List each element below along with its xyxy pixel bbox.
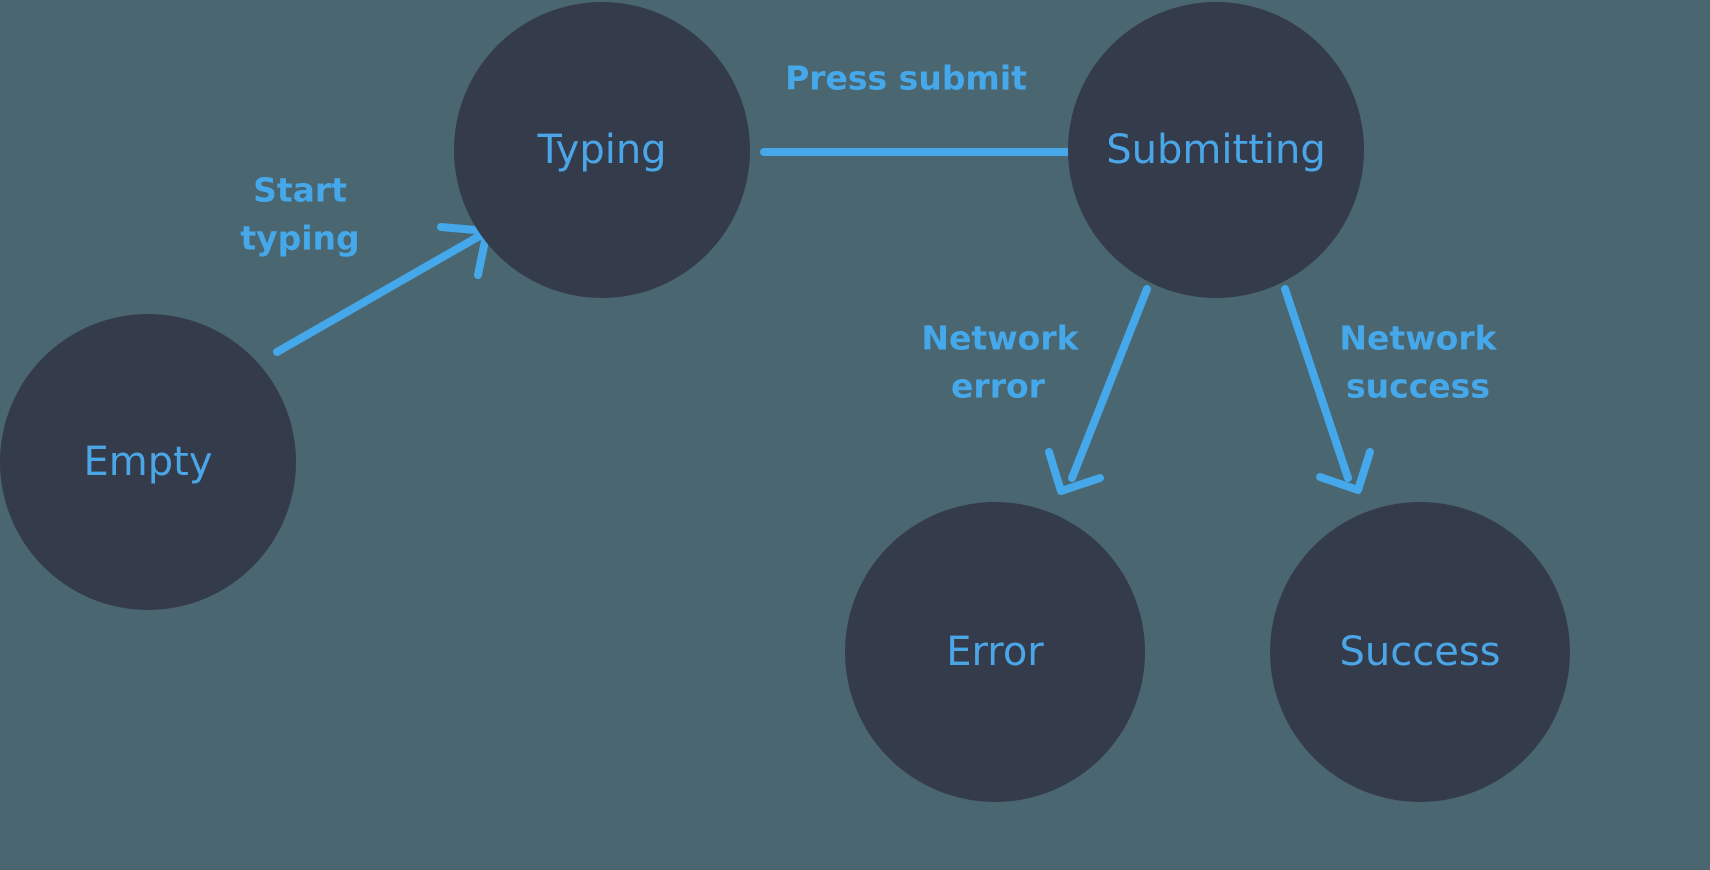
edge-line-empty-to-typing — [273, 230, 487, 356]
edge-label-press-submit-line1: Press submit — [785, 59, 1027, 98]
node-label-error: Error — [946, 629, 1044, 675]
edge-label-network-error-line2: error — [951, 367, 1046, 406]
arrowhead-submitting-to-success — [1316, 448, 1374, 494]
node-circle-submitting[interactable] — [1068, 2, 1364, 298]
edge-label-submitting-to-error: Network error — [921, 319, 1079, 406]
node-label-typing: Typing — [536, 127, 666, 173]
edge-line-submitting-to-success — [1281, 285, 1352, 482]
node-empty[interactable]: Empty — [0, 314, 296, 610]
node-typing[interactable]: Typing — [454, 2, 750, 298]
node-circle-empty[interactable] — [0, 314, 296, 610]
arrowhead-submitting-to-error — [1045, 448, 1104, 495]
edge-line-submitting-to-error — [1068, 285, 1151, 482]
node-circle-error[interactable] — [845, 502, 1145, 802]
node-label-empty: Empty — [84, 439, 213, 485]
edge-label-network-success-line1: Network — [1339, 319, 1497, 358]
node-error[interactable]: Error — [845, 502, 1145, 802]
node-success[interactable]: Success — [1270, 502, 1570, 802]
edge-label-start-typing-line1: Start — [253, 171, 347, 210]
edge-submitting-to-success — [1281, 285, 1374, 494]
edge-label-typing-to-submitting: Press submit — [785, 59, 1027, 98]
node-circle-typing[interactable] — [454, 2, 750, 298]
edge-label-submitting-to-success: Network success — [1339, 319, 1497, 406]
node-label-success: Success — [1339, 629, 1500, 675]
edge-label-network-error-line1: Network — [921, 319, 1079, 358]
edge-label-empty-to-typing: Start typing — [240, 171, 359, 258]
node-submitting[interactable]: Submitting — [1068, 2, 1364, 298]
edge-submitting-to-error — [1045, 285, 1151, 495]
edge-label-network-success-line2: success — [1346, 367, 1490, 406]
node-circle-success[interactable] — [1270, 502, 1570, 802]
edge-label-start-typing-line2: typing — [240, 219, 359, 258]
node-label-submitting: Submitting — [1106, 127, 1325, 173]
